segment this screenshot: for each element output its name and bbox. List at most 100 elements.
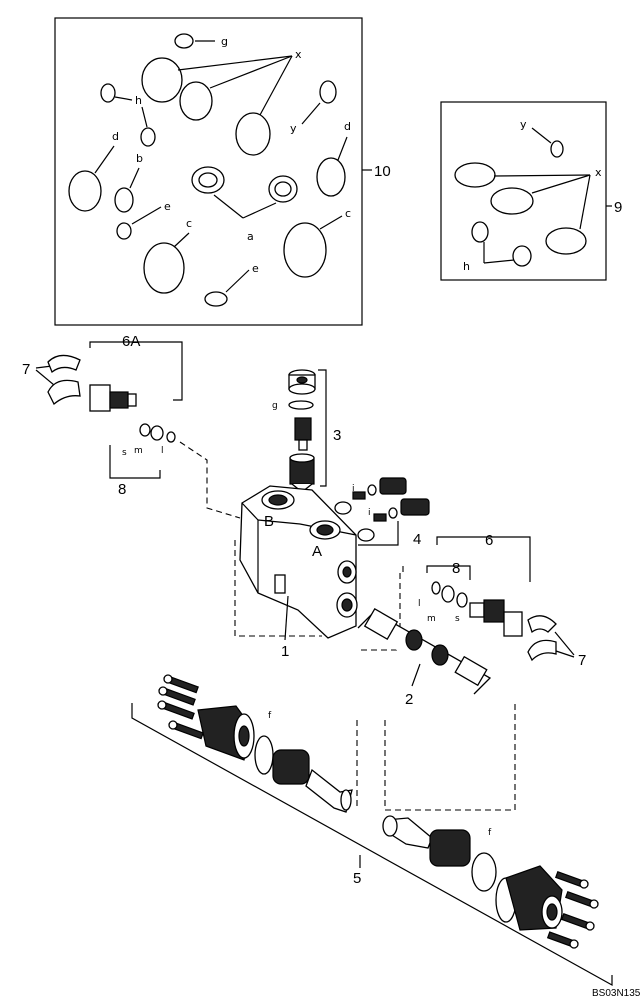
- cap-assembly-right: f 5: [353, 815, 599, 949]
- letter-g: g: [272, 401, 278, 411]
- o-ring: [456, 592, 468, 608]
- letter-x: x: [595, 166, 602, 179]
- seal-ring: [114, 187, 134, 213]
- letter-h: h: [463, 260, 470, 273]
- seal-ring: [471, 221, 489, 243]
- seal-ring: [100, 83, 116, 103]
- port-label-a: A: [312, 543, 322, 560]
- letter-c-right: c: [345, 207, 351, 220]
- relief-valve-right: 6 8 l m s 7: [360, 532, 586, 669]
- callout-6: 6: [485, 532, 493, 549]
- callout-7-right: 7: [578, 652, 586, 669]
- letter-i: i: [368, 508, 371, 518]
- port-label-b: B: [264, 513, 274, 530]
- seal-ring: [545, 227, 587, 255]
- clip: [47, 354, 81, 374]
- o-ring: [139, 423, 151, 437]
- callout-3: 3: [333, 427, 341, 444]
- o-ring: [254, 735, 274, 775]
- bolt: [163, 674, 199, 694]
- seal-kit-box-9: 9 y x h: [440, 101, 622, 281]
- letter-g: g: [221, 35, 228, 48]
- bolt: [560, 912, 595, 931]
- callout-9: 9: [614, 199, 622, 216]
- check-valve-assembly: 3 g: [272, 369, 341, 512]
- seal-ring: [141, 57, 183, 103]
- letter-l: l: [161, 446, 164, 456]
- centering-spring: [272, 749, 310, 785]
- o-ring: [288, 400, 314, 410]
- callout-4: 4: [413, 531, 421, 548]
- seal-ring: [512, 245, 532, 267]
- centering-spring: [429, 829, 471, 867]
- callout-7-left: 7: [22, 361, 30, 378]
- bolt: [564, 890, 599, 909]
- clip: [527, 615, 557, 634]
- bolt: [158, 686, 196, 706]
- bolt: [554, 870, 589, 889]
- plug-assembly: i i 4: [334, 477, 430, 548]
- letter-d: d: [112, 130, 119, 143]
- seal-kit-box-10: 10 g x h y d d b e: [54, 17, 391, 326]
- callout-5: 5: [353, 870, 361, 887]
- spring-cap: [197, 705, 255, 761]
- seal-ring: [550, 140, 564, 158]
- seal-ring: [143, 242, 185, 294]
- spring: [352, 491, 366, 500]
- valve-body: B A 1: [234, 485, 358, 660]
- seal-ring: [319, 80, 337, 104]
- callout-8-left: 8: [118, 481, 126, 498]
- seal-ring: [204, 291, 228, 307]
- letter-x: x: [295, 48, 302, 61]
- o-ring: [166, 431, 176, 443]
- bolt: [546, 931, 579, 949]
- cap-assembly-left: f: [131, 674, 613, 987]
- spring-seat: [305, 768, 353, 813]
- letter-d-right: d: [344, 120, 351, 133]
- seal-ring: [235, 112, 271, 156]
- seal-ring: [316, 157, 346, 197]
- check-poppet: [294, 417, 312, 451]
- callout-8-right: 8: [452, 560, 460, 577]
- o-ring: [150, 425, 164, 441]
- spool: 2: [357, 607, 492, 708]
- backup-ring: [268, 175, 298, 203]
- seal-ring: [140, 127, 156, 147]
- letter-i: i: [352, 484, 355, 494]
- plug: [400, 498, 430, 516]
- letter-m: m: [427, 614, 436, 624]
- plug: [379, 477, 407, 495]
- seal-ring: [490, 187, 534, 215]
- seal-ring: [68, 170, 102, 212]
- callout-6a: 6A: [122, 333, 140, 350]
- letter-e: e: [164, 200, 171, 213]
- letter-l: l: [418, 599, 421, 609]
- seal-ring: [454, 162, 496, 188]
- bolt: [157, 700, 195, 720]
- letter-y: y: [290, 122, 297, 135]
- o-ring: [367, 484, 377, 496]
- callout-1: 1: [281, 643, 289, 660]
- seal-ring: [179, 81, 213, 121]
- callout-10: 10: [374, 163, 391, 180]
- relief-cartridge: [469, 599, 523, 637]
- spring-seat: [382, 815, 433, 849]
- seal-ring: [283, 222, 327, 278]
- poppet: [357, 528, 375, 542]
- seal-ring: [116, 222, 132, 240]
- relief-valve-left: 6A 7 s m l 8: [22, 333, 241, 519]
- letter-e-lower: e: [252, 262, 259, 275]
- bolt: [168, 720, 204, 740]
- callout-2: 2: [405, 691, 413, 708]
- letter-m: m: [134, 446, 143, 456]
- letter-c: c: [186, 217, 192, 230]
- backup-ring: [191, 166, 225, 194]
- o-ring: [388, 507, 398, 519]
- clip: [527, 639, 557, 662]
- o-ring: [441, 585, 455, 603]
- spring-cap: [495, 865, 563, 931]
- letter-f: f: [268, 711, 272, 721]
- seal-ring: [174, 33, 194, 49]
- letter-h: h: [135, 94, 142, 107]
